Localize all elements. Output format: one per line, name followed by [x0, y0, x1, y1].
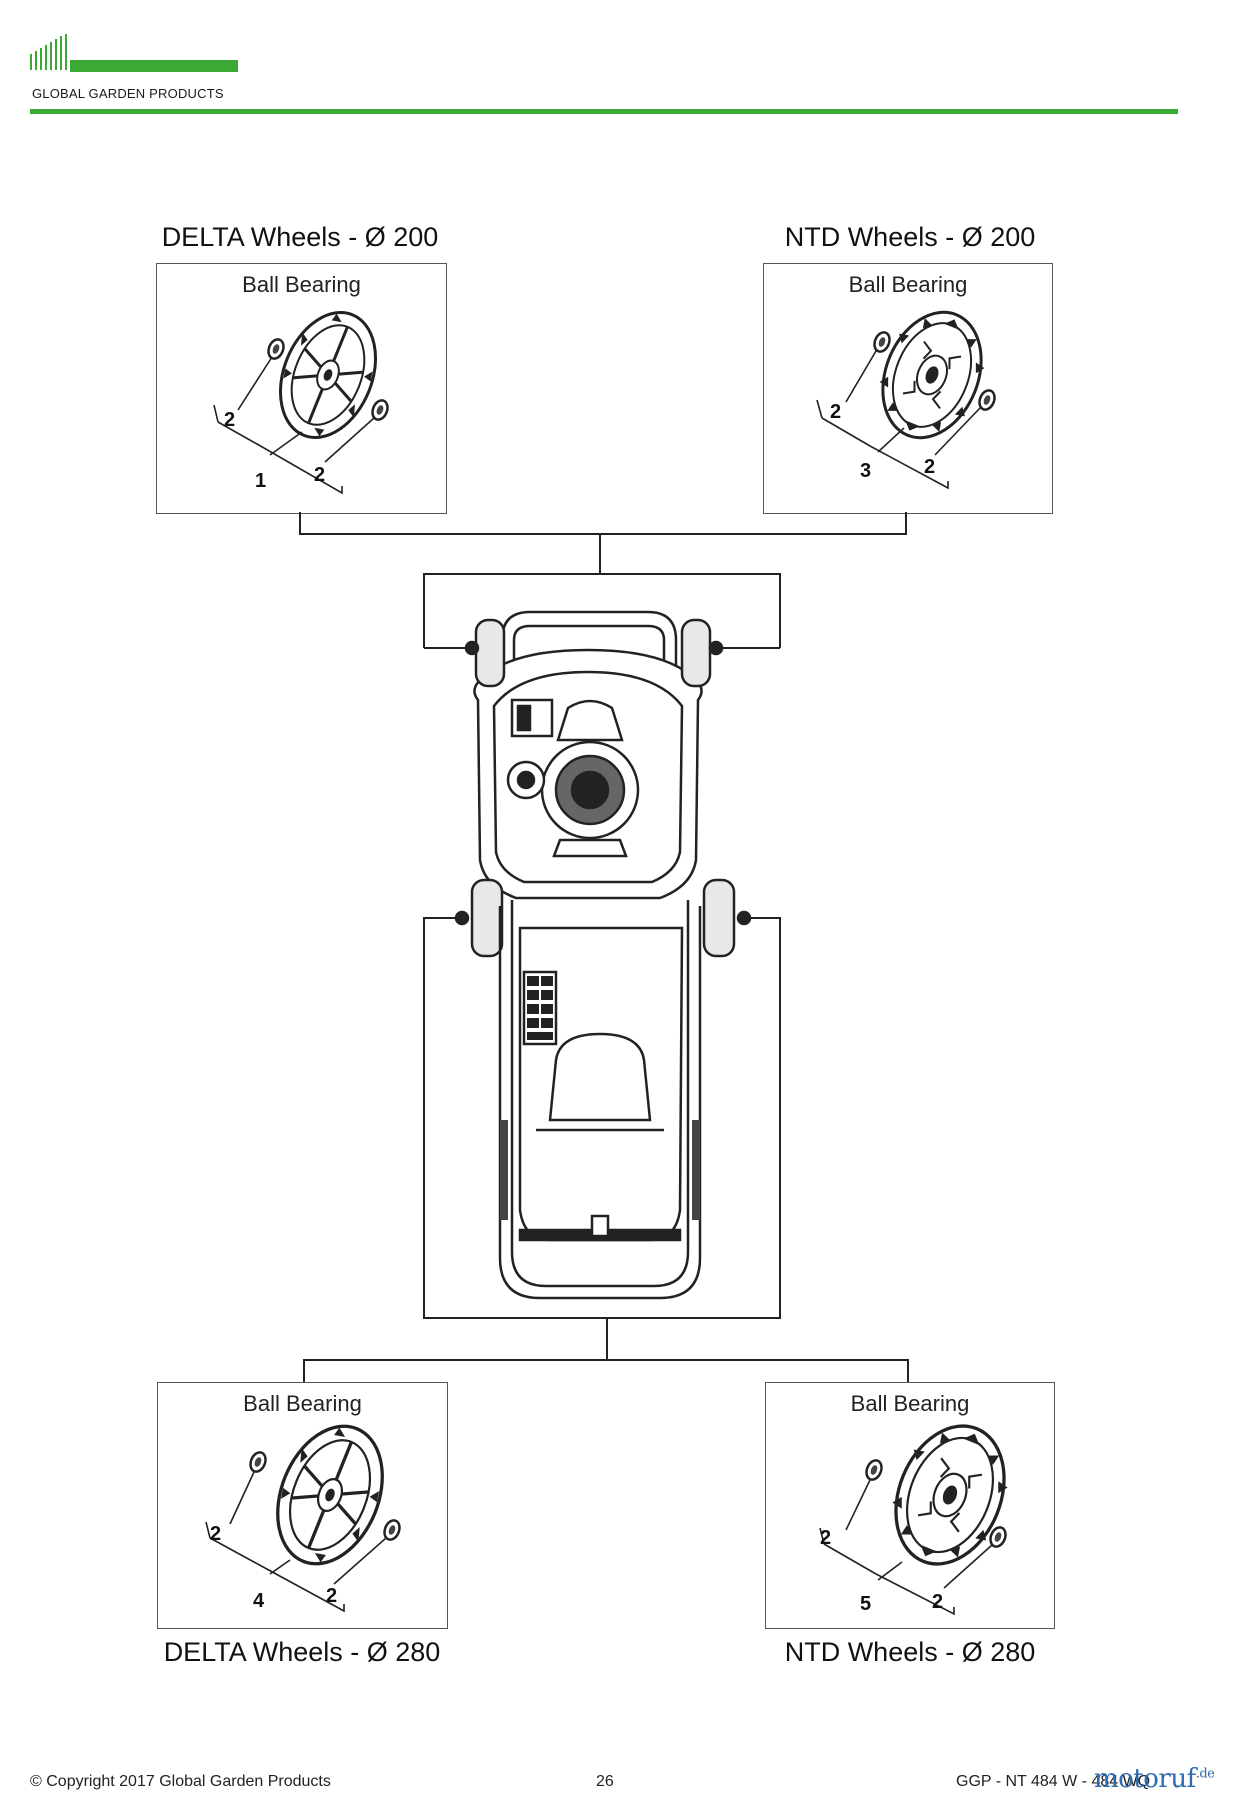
callout-5: 5 [860, 1593, 871, 1615]
panel-title-delta-200: DELTA Wheels - Ø 200 [161, 222, 439, 252]
ball-bearing-label: Ball Bearing [243, 1391, 362, 1416]
delta-wheel-icon [205, 1408, 404, 1613]
connector-lines [299, 512, 909, 1382]
ball-bearing-label: Ball Bearing [242, 272, 361, 297]
ball-bearing-label: Ball Bearing [848, 272, 968, 297]
model-text: GGP - NT 484 W - 484 WQ [956, 1773, 1151, 1790]
watermark: motoruf.de [1094, 1764, 1215, 1794]
ntd-wheel-icon [816, 296, 1001, 490]
copyright-text: © Copyright 2017 Global Garden Products [30, 1773, 331, 1790]
callout-4: 4 [253, 1590, 265, 1612]
watermark-suffix: .de [1195, 1766, 1215, 1782]
callout-2: 2 [932, 1591, 943, 1613]
ball-bearing-icon [862, 1456, 886, 1484]
ball-bearing-label: Ball Bearing [850, 1391, 970, 1416]
callout-2: 2 [830, 401, 841, 423]
ball-bearing-icon [246, 1448, 270, 1476]
page-number: 26 [596, 1773, 614, 1790]
panel-title-delta-280: DELTA Wheels - Ø 280 [163, 1637, 441, 1667]
callout-1: 1 [255, 470, 266, 492]
callout-2: 2 [314, 464, 325, 486]
callout-2: 2 [326, 1585, 337, 1607]
delta-wheel-icon [213, 296, 395, 495]
callout-2: 2 [224, 409, 235, 431]
ball-bearing-icon [870, 328, 894, 356]
panel-title-ntd-200: NTD Wheels - Ø 200 [784, 222, 1036, 252]
ggp-logo-icon [30, 34, 238, 72]
callout-2: 2 [210, 1523, 221, 1545]
brand-name: GLOBAL GARDEN PRODUCTS [32, 86, 224, 101]
ball-bearing-icon [264, 335, 288, 363]
ntd-wheel-icon [819, 1408, 1026, 1616]
watermark-text: motoruf [1094, 1764, 1196, 1794]
lawn-mower-icon [454, 610, 752, 1300]
header-rule [30, 109, 1178, 114]
callout-2: 2 [820, 1527, 831, 1549]
callout-2: 2 [924, 456, 935, 478]
panel-title-ntd-280: NTD Wheels - Ø 280 [784, 1637, 1036, 1667]
callout-3: 3 [860, 460, 871, 482]
